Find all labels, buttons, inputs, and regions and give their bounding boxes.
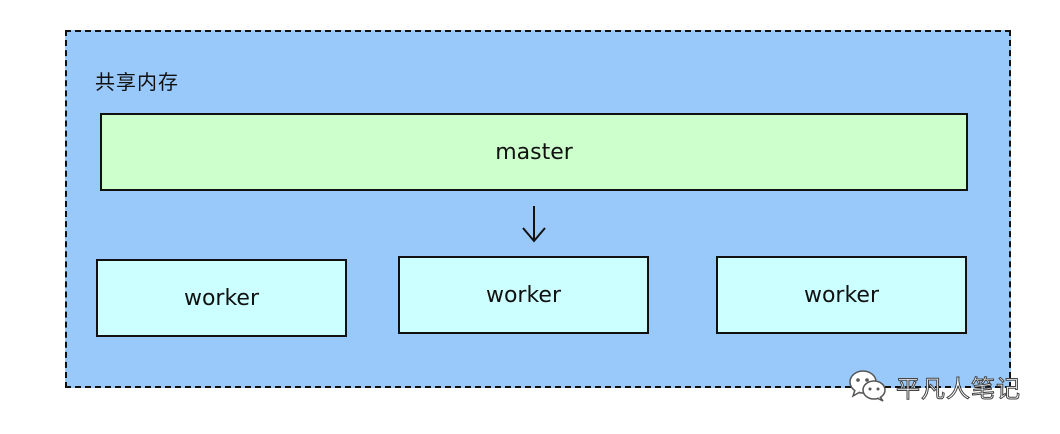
- master-label: master: [495, 139, 573, 165]
- worker-node: worker: [398, 256, 649, 334]
- worker-label: worker: [803, 282, 880, 308]
- worker-node: worker: [96, 259, 347, 337]
- worker-node: worker: [716, 256, 967, 334]
- master-node: master: [100, 113, 968, 191]
- worker-label: worker: [183, 285, 260, 311]
- watermark-text: 平凡人笔记: [896, 374, 1021, 403]
- region-label: 共享内存: [95, 70, 179, 94]
- worker-label: worker: [485, 282, 562, 308]
- wechat-icon: [849, 370, 886, 402]
- watermark: 平凡人笔记: [848, 366, 1021, 406]
- down-arrow-icon: [522, 206, 546, 243]
